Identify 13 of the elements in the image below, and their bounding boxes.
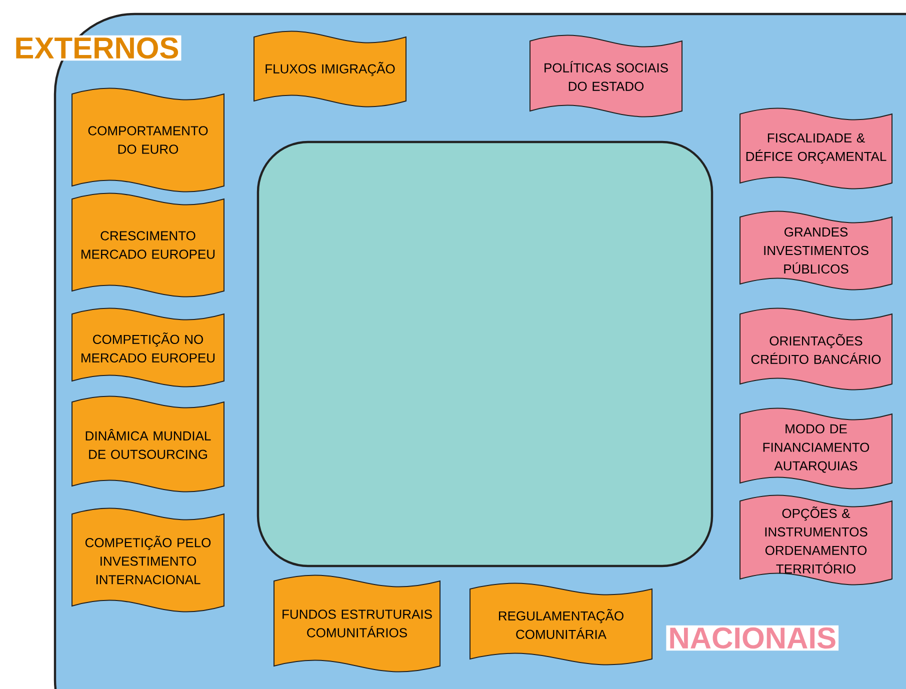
banner-flag: FUNDOS ESTRUTURAIS COMUNITÁRIOS: [274, 574, 440, 672]
banner-flag: GRANDES INVESTIMENTOS PÚBLICOS: [740, 210, 892, 290]
banner-flag: FLUXOS IMIGRAÇÃO: [254, 30, 406, 108]
banner-flag: DINÂMICA MUNDIAL DE OUTSOURCING: [72, 396, 224, 492]
banner-flag: POLÍTICAS SOCIAIS DO ESTADO: [530, 34, 682, 118]
banner-flag: FISCALIDADE & DÉFICE ORÇAMENTAL: [740, 108, 892, 190]
region-label: EXTERNOS: [12, 35, 182, 61]
banner-flag: COMPETIÇÃO NO MERCADO EUROPEU: [72, 308, 224, 388]
banner-flag: MODO DE FINANCIAMENTO AUTARQUIAS: [740, 408, 892, 490]
banner-flag: ORIENTAÇÕES CRÉDITO BANCÁRIO: [740, 308, 892, 390]
region-label: NACIONAIS: [666, 625, 839, 651]
banner-flag: OPÇÕES & INSTRUMENTOS ORDENAMENTO TERRITÓRIO: [740, 494, 892, 586]
banner-flag: REGULAMENTAÇÃO COMUNITÁRIA: [470, 582, 652, 666]
